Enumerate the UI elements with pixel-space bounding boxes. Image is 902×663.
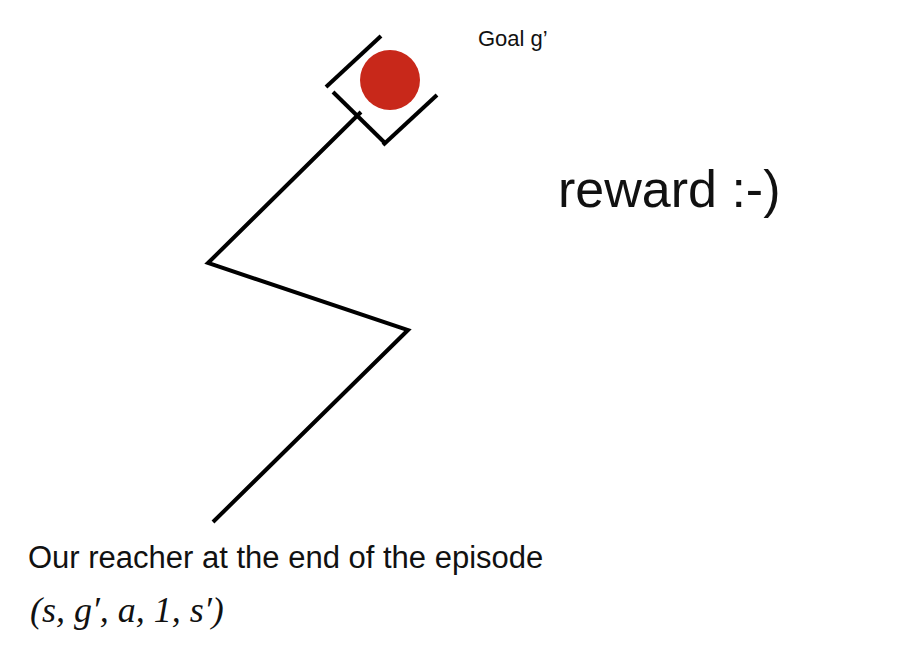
goal-ball <box>360 50 420 110</box>
caption-note: Our reacher at the end of the episode <box>28 540 543 576</box>
goal-label: Goal g’ <box>478 26 548 51</box>
transition-tuple: (s, g′, a, 1, s′) <box>30 590 224 631</box>
reward-label: reward :-) <box>558 160 780 220</box>
reacher-arm <box>208 112 408 522</box>
